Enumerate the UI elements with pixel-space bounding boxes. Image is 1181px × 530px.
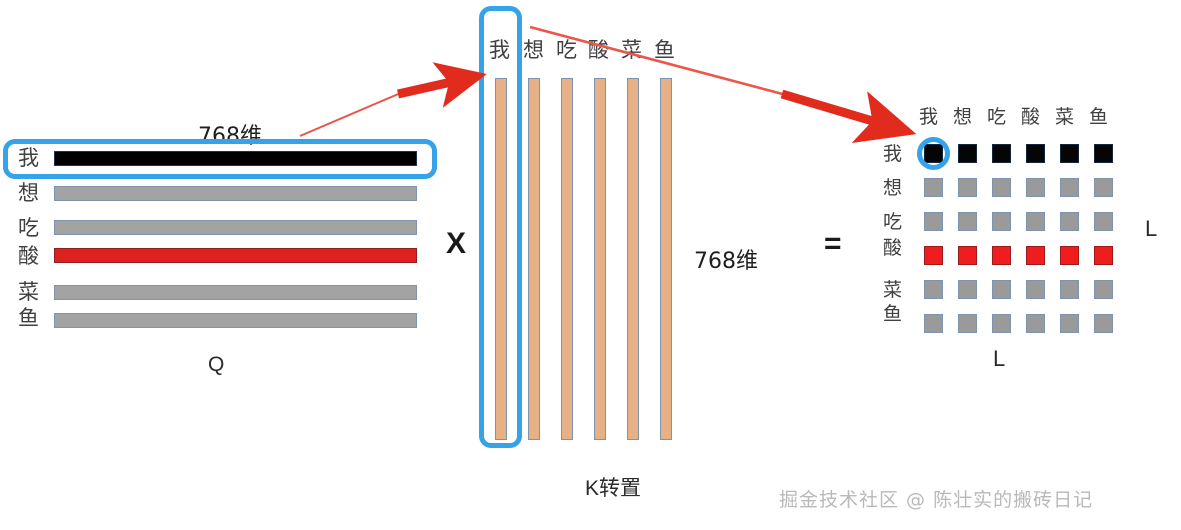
arrow-q-to-k — [397, 62, 487, 108]
q-row-label-0: 我 — [18, 146, 39, 170]
k-dimension-label: 768维 — [694, 249, 758, 274]
result-cell-3-1 — [958, 246, 977, 265]
q-row-label-3: 酸 — [18, 244, 39, 268]
q-row-label-5: 鱼 — [18, 306, 39, 330]
q-row-bar-5 — [54, 313, 417, 328]
k-matrix-name: K转置 — [585, 477, 642, 500]
result-cell-2-4 — [1060, 212, 1079, 231]
result-cell-highlight-circle — [917, 137, 950, 170]
k-col-bar-5 — [660, 78, 672, 440]
result-cell-5-2 — [992, 314, 1011, 333]
result-size-label-right: L — [1145, 216, 1158, 241]
result-cell-5-1 — [958, 314, 977, 333]
k-col-label-5: 鱼 — [654, 38, 675, 62]
result-cell-0-2 — [992, 144, 1011, 163]
result-cell-2-3 — [1026, 212, 1045, 231]
result-cell-1-0 — [924, 178, 943, 197]
q-row-bar-4 — [54, 285, 417, 300]
result-cell-1-4 — [1060, 178, 1079, 197]
result-cell-3-4 — [1060, 246, 1079, 265]
result-row-label-5: 鱼 — [883, 303, 903, 325]
result-col-label-0: 我 — [919, 106, 939, 128]
k-col-bar-0 — [495, 78, 507, 440]
result-cell-0-5 — [1094, 144, 1113, 163]
result-row-label-3: 酸 — [883, 237, 903, 259]
result-col-label-2: 吃 — [987, 106, 1007, 128]
result-cell-3-2 — [992, 246, 1011, 265]
q-row-highlight-rect — [3, 139, 437, 179]
result-cell-5-5 — [1094, 314, 1113, 333]
k-col-label-4: 菜 — [621, 38, 642, 62]
result-cell-3-0 — [924, 246, 943, 265]
result-cell-1-2 — [992, 178, 1011, 197]
result-cell-3-3 — [1026, 246, 1045, 265]
arrow-q-to-k-tail — [299, 91, 404, 137]
q-row-label-1: 想 — [18, 181, 39, 205]
result-col-label-4: 菜 — [1055, 106, 1075, 128]
q-matrix-name: Q — [208, 353, 225, 376]
q-row-bar-2 — [54, 220, 417, 235]
q-row-label-2: 吃 — [18, 216, 39, 240]
q-row-label-4: 菜 — [18, 280, 39, 304]
k-col-label-3: 酸 — [588, 38, 609, 62]
watermark-text: 掘金技术社区 @ 陈壮实的搬砖日记 — [779, 489, 1094, 511]
result-col-label-3: 酸 — [1021, 106, 1041, 128]
q-row-bar-1 — [54, 186, 417, 201]
result-cell-1-5 — [1094, 178, 1113, 197]
q-dimension-label: 768维 — [198, 124, 262, 149]
result-cell-5-3 — [1026, 314, 1045, 333]
k-col-bar-2 — [561, 78, 573, 440]
q-row-bar-3 — [54, 248, 417, 263]
q-row-bar-0 — [54, 151, 417, 166]
result-cell-0-4 — [1060, 144, 1079, 163]
result-cell-4-0 — [924, 280, 943, 299]
result-cell-3-5 — [1094, 246, 1113, 265]
k-col-bar-4 — [627, 78, 639, 440]
result-col-label-5: 鱼 — [1089, 106, 1109, 128]
result-cell-2-5 — [1094, 212, 1113, 231]
k-col-bar-3 — [594, 78, 606, 440]
k-col-label-2: 吃 — [556, 38, 577, 62]
arrow-k-to-result — [780, 89, 917, 143]
result-cell-4-3 — [1026, 280, 1045, 299]
multiply-operator: X — [446, 227, 467, 260]
result-col-label-1: 想 — [953, 106, 973, 128]
result-cell-5-4 — [1060, 314, 1079, 333]
k-column-highlight-rect — [479, 6, 522, 448]
equals-operator: = — [824, 227, 842, 260]
result-grid — [924, 144, 1134, 354]
result-row-label-4: 菜 — [883, 279, 903, 301]
result-cell-1-3 — [1026, 178, 1045, 197]
result-cell-0-1 — [958, 144, 977, 163]
result-cell-0-3 — [1026, 144, 1045, 163]
result-cell-1-1 — [958, 178, 977, 197]
result-row-label-1: 想 — [883, 177, 903, 199]
result-row-label-2: 吃 — [883, 211, 903, 233]
result-cell-4-2 — [992, 280, 1011, 299]
result-cell-4-4 — [1060, 280, 1079, 299]
k-col-label-1: 想 — [523, 38, 544, 62]
result-cell-2-0 — [924, 212, 943, 231]
result-row-label-0: 我 — [883, 143, 903, 165]
result-cell-2-2 — [992, 212, 1011, 231]
result-size-label-bottom: L — [993, 346, 1006, 371]
k-col-bar-1 — [528, 78, 540, 440]
result-cell-2-1 — [958, 212, 977, 231]
result-cell-5-0 — [924, 314, 943, 333]
result-cell-4-1 — [958, 280, 977, 299]
k-col-label-0: 我 — [489, 38, 510, 62]
result-cell-4-5 — [1094, 280, 1113, 299]
